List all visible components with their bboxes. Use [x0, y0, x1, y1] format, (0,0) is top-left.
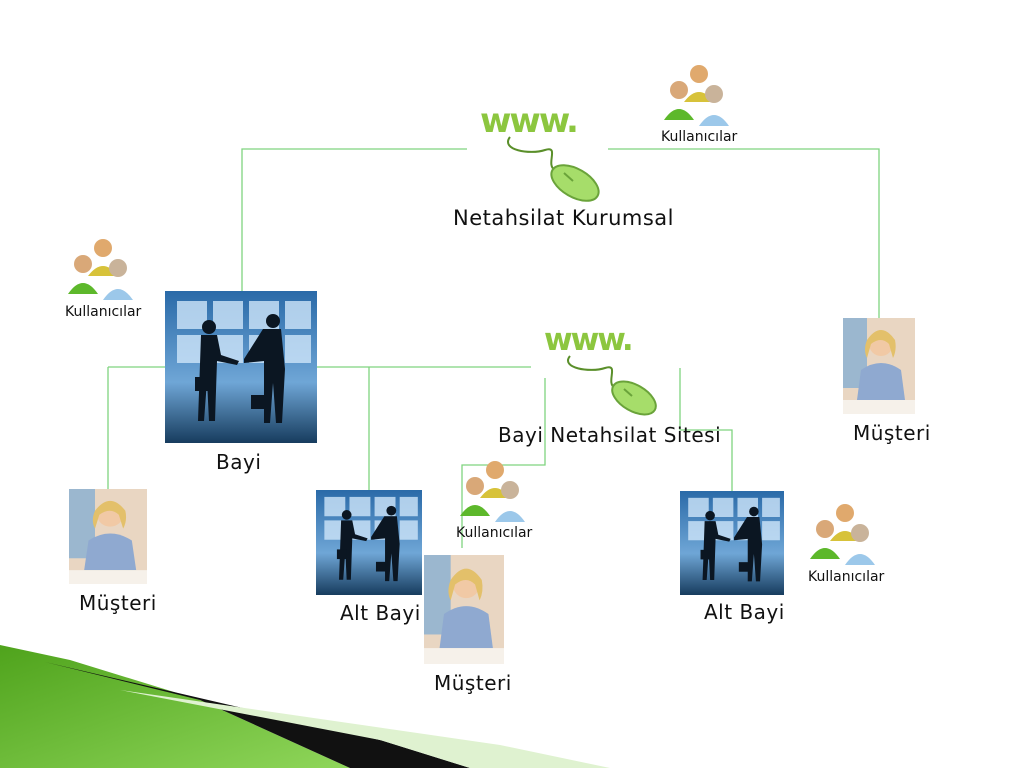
central-www-icon: www.	[470, 95, 610, 205]
users-label-left: Kullanıcılar	[65, 304, 142, 320]
dealer-site-label: Bayi Netahsilat Sitesi	[498, 423, 722, 447]
customer-label-bottom: Müşteri	[434, 671, 512, 695]
users-label-top: Kullanıcılar	[661, 129, 738, 145]
sub-dealer-left-label: Alt Bayi	[340, 601, 421, 625]
sub-dealer-right-handshake-photo	[680, 491, 784, 595]
svg-text:www.: www.	[480, 101, 577, 141]
svg-text:www.: www.	[544, 322, 632, 358]
sub-dealer-right-label: Alt Bayi	[704, 600, 785, 624]
corner-swoosh	[0, 645, 610, 768]
dealer-site-www-icon: www.	[540, 318, 670, 423]
connector-site-to-subdealer	[679, 368, 733, 491]
dealer-handshake-photo	[165, 291, 317, 443]
customer-label-top-right: Müşteri	[853, 421, 931, 445]
customer-photo-bottom	[424, 555, 504, 664]
customer-photo-left	[69, 489, 147, 584]
users-label-middle: Kullanıcılar	[456, 525, 533, 541]
customer-label-left: Müşteri	[79, 591, 157, 615]
dealer-label: Bayi	[216, 450, 262, 474]
users-icon-left	[68, 236, 138, 302]
users-label-right: Kullanıcılar	[808, 569, 885, 585]
connector-central-to-customer	[608, 148, 880, 318]
connector-site-to-users	[461, 378, 546, 548]
central-label: Netahsilat Kurumsal	[453, 206, 675, 230]
customer-photo-top-right	[843, 318, 915, 414]
sub-dealer-left-handshake-photo	[316, 490, 422, 595]
users-icon-top	[664, 62, 734, 128]
users-icon-middle	[460, 458, 530, 524]
connector-central-to-dealer	[241, 148, 467, 292]
users-icon-right	[810, 501, 880, 567]
